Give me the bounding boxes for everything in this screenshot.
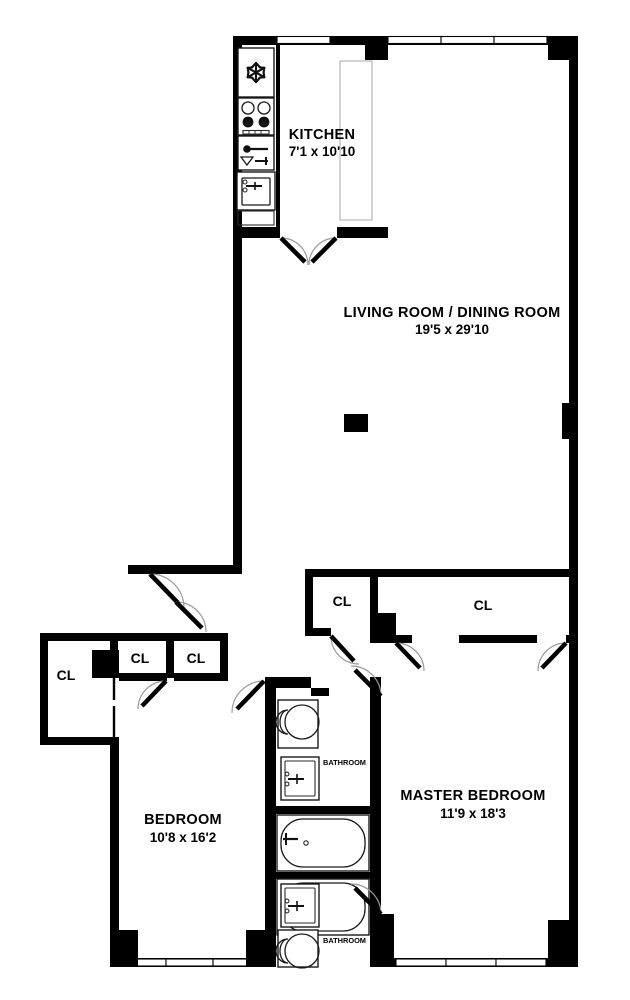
sink-icon bbox=[239, 145, 268, 167]
closet-label-hall-left: CL bbox=[57, 667, 76, 683]
range-stove bbox=[237, 97, 275, 136]
door-cl-hall-mid bbox=[329, 634, 360, 665]
kitchen-area bbox=[233, 45, 388, 238]
window-group-master bbox=[395, 958, 547, 967]
snowflake-icon bbox=[246, 61, 266, 84]
door-bedroom-entry bbox=[231, 679, 266, 714]
refrigerator bbox=[237, 47, 275, 98]
room-label-bedroom: BEDROOM bbox=[144, 812, 222, 828]
window-group-bedroom bbox=[118, 958, 261, 967]
bathroom-upper-fixtures bbox=[275, 699, 370, 872]
sink-basin-icon bbox=[241, 177, 271, 206]
kitchen-partition-counter bbox=[339, 60, 373, 221]
kitchen-sink-lower bbox=[236, 171, 276, 211]
door-cl-bedroom-b bbox=[174, 600, 207, 633]
door-cl-master-right bbox=[537, 641, 568, 672]
closet-label-master: CL bbox=[474, 597, 493, 613]
structural-columns-upper bbox=[344, 36, 572, 439]
bathtub-upper bbox=[276, 814, 370, 872]
bathroom-lower-fixtures bbox=[276, 878, 370, 936]
room-dim-living: 19'5 x 29'10 bbox=[415, 322, 489, 337]
room-dim-bedroom: 10'8 x 16'2 bbox=[150, 830, 216, 845]
room-dim-master: 11'9 x 18'3 bbox=[440, 806, 506, 821]
left-closet-walls bbox=[40, 633, 228, 745]
door-cl-bedroom-a bbox=[137, 679, 168, 710]
kitchen-sink-upper bbox=[237, 135, 275, 171]
closet-label-bedroom-b: CL bbox=[187, 650, 206, 666]
door-bath-upper bbox=[350, 665, 383, 698]
vanity-upper bbox=[280, 756, 320, 801]
bathroom-label-upper: BATHROOM bbox=[323, 758, 366, 767]
window-group-top bbox=[276, 35, 548, 45]
closet-label-hall-mid: CL bbox=[333, 593, 352, 609]
room-label-living: LIVING ROOM / DINING ROOM bbox=[344, 305, 561, 321]
toilet-upper bbox=[275, 699, 320, 749]
kitchen-doorway bbox=[279, 236, 338, 266]
door-bath-lower bbox=[350, 883, 383, 916]
room-label-kitchen: KITCHEN bbox=[289, 127, 356, 143]
bathroom-core-walls bbox=[246, 677, 394, 967]
room-dim-kitchen: 7'1 x 10'10 bbox=[289, 144, 355, 159]
door-cl-master-left bbox=[394, 641, 425, 672]
bathtub-lower bbox=[276, 878, 370, 936]
closet-label-bedroom-a: CL bbox=[131, 650, 150, 666]
stove-burners-icon bbox=[241, 101, 271, 128]
hall-closet-walls bbox=[305, 569, 578, 643]
room-label-master: MASTER BEDROOM bbox=[400, 788, 545, 804]
column-bedroom-left bbox=[110, 930, 138, 967]
